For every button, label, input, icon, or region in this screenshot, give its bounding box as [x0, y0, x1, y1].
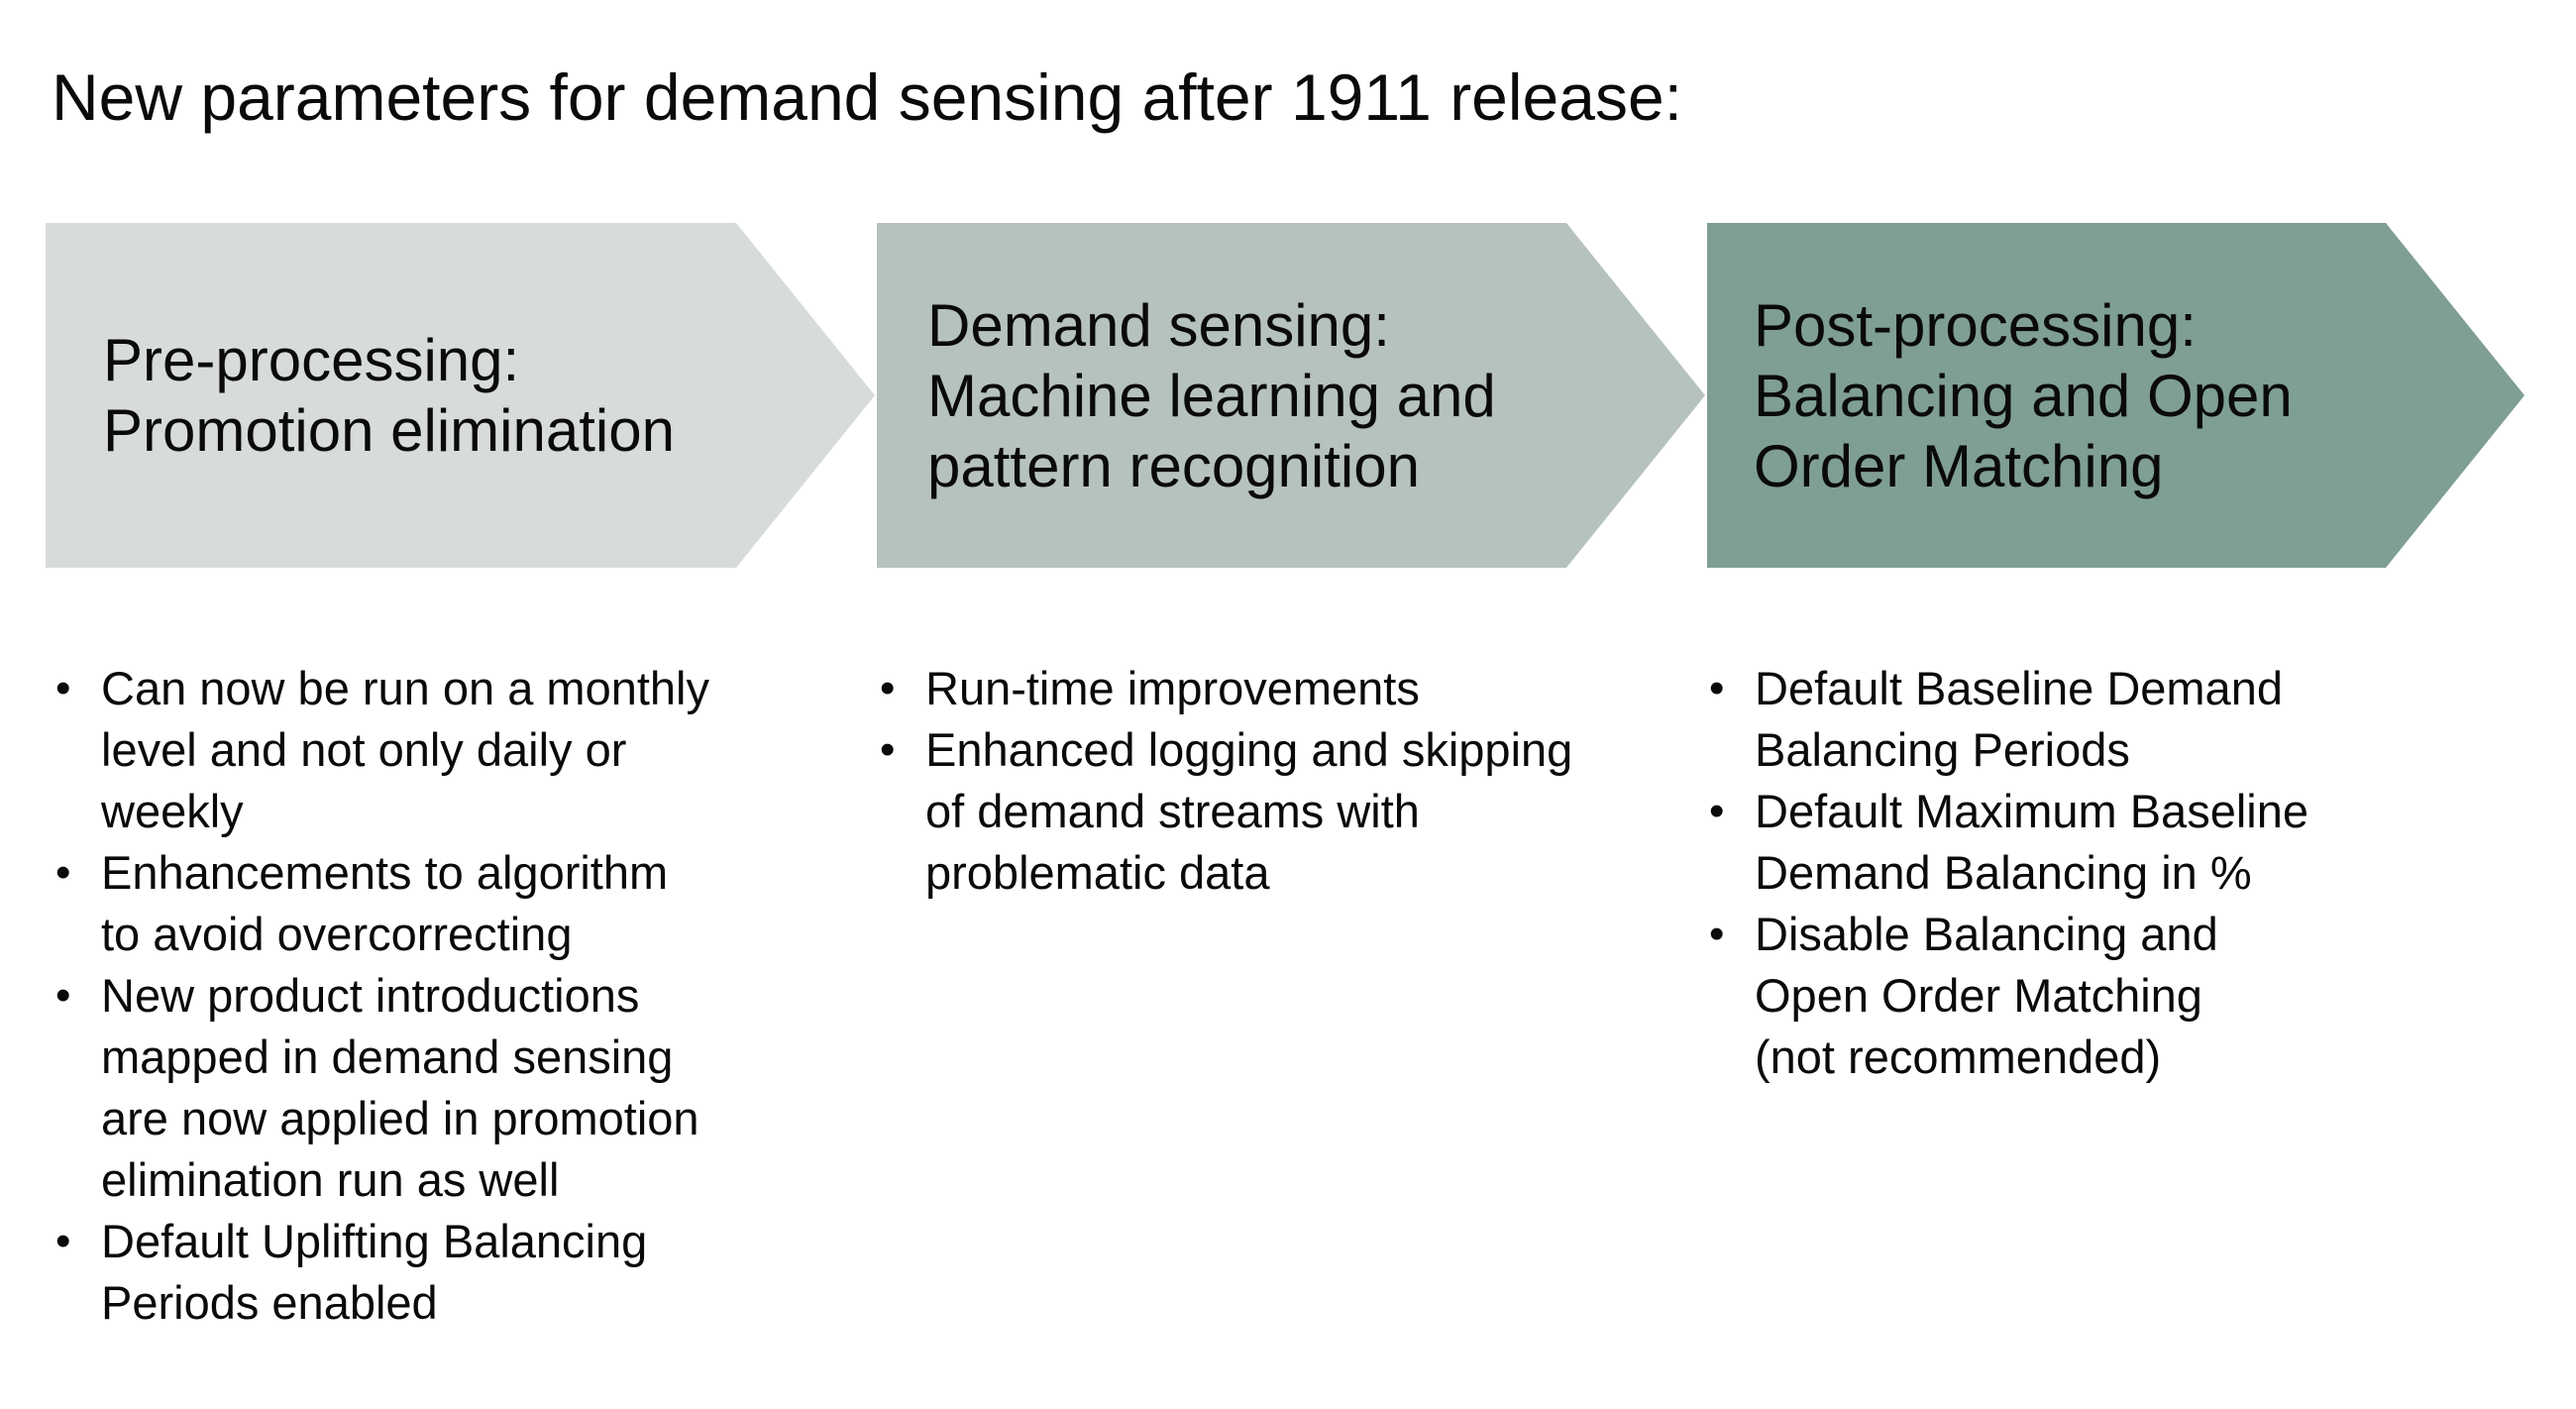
list-item: • Default Baseline Demand Balancing Peri… [1709, 658, 2492, 781]
stage-chevron-demand-sensing: Demand sensing: Machine learning and pat… [877, 223, 1705, 568]
page-title: New parameters for demand sensing after … [52, 60, 1683, 134]
list-item-text: Default Baseline Demand Balancing Period… [1755, 662, 2283, 776]
list-item: • Disable Balancing and Open Order Match… [1709, 904, 2492, 1088]
list-item-text: Default Maximum Baseline Demand Balancin… [1755, 785, 2308, 899]
bullet-list-pre-processing: • Can now be run on a monthly level and … [55, 658, 799, 1334]
list-item-text: Enhancements to algorithm to avoid overc… [101, 846, 669, 960]
stage-chevron-post-processing: Post-processing: Balancing and Open Orde… [1707, 223, 2524, 568]
bullet-icon: • [55, 664, 71, 712]
list-item-text: Default Uplifting Balancing Periods enab… [101, 1215, 648, 1329]
list-item: • Can now be run on a monthly level and … [55, 658, 799, 842]
list-item: • Run-time improvements [880, 658, 1672, 719]
bullet-icon: • [1709, 910, 1725, 958]
list-item: • Enhanced logging and skipping of deman… [880, 719, 1672, 904]
bullet-icon: • [880, 664, 896, 712]
bullet-icon: • [1709, 664, 1725, 712]
list-item: • Enhancements to algorithm to avoid ove… [55, 842, 799, 965]
stage-heading-demand-sensing: Demand sensing: Machine learning and pat… [927, 291, 1496, 499]
bullet-icon: • [55, 971, 71, 1020]
bullet-icon: • [880, 725, 896, 774]
bullet-list-demand-sensing: • Run-time improvements • Enhanced loggi… [880, 658, 1672, 904]
bullet-list-post-processing: • Default Baseline Demand Balancing Peri… [1709, 658, 2492, 1088]
stage-chevron-pre-processing: Pre-processing: Promotion elimination [46, 223, 875, 568]
bullet-icon: • [55, 1217, 71, 1265]
bullet-icon: • [1709, 787, 1725, 835]
list-item-text: Disable Balancing and Open Order Matchin… [1755, 908, 2218, 1083]
stage-heading-pre-processing: Pre-processing: Promotion elimination [103, 327, 675, 464]
list-item: • Default Uplifting Balancing Periods en… [55, 1211, 799, 1334]
list-item: • Default Maximum Baseline Demand Balanc… [1709, 781, 2492, 904]
list-item-text: New product introductions mapped in dema… [101, 969, 699, 1206]
list-item: • New product introductions mapped in de… [55, 965, 799, 1211]
stage-heading-post-processing: Post-processing: Balancing and Open Orde… [1754, 291, 2293, 499]
list-item-text: Enhanced logging and skipping of demand … [925, 723, 1573, 899]
list-item-text: Can now be run on a monthly level and no… [101, 662, 709, 837]
list-item-text: Run-time improvements [925, 662, 1420, 714]
bullet-icon: • [55, 848, 71, 897]
